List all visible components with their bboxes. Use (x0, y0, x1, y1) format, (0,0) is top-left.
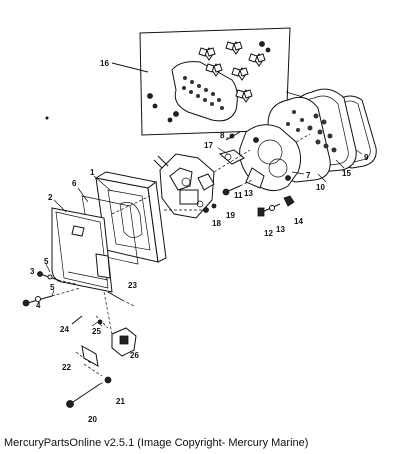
callout-25: 25 (92, 327, 101, 336)
callout-10: 10 (316, 183, 325, 192)
adapter-screws (164, 179, 295, 217)
assembly-lines (103, 133, 311, 335)
callout-13-upper: 13 (244, 189, 253, 198)
callout-21: 21 (116, 397, 125, 406)
callout-15: 15 (342, 169, 351, 178)
callout-11: 11 (234, 191, 243, 200)
callout-12: 12 (264, 229, 273, 238)
callout-2: 2 (48, 193, 53, 202)
callout-14: 14 (294, 217, 303, 226)
callout-16: 16 (100, 59, 109, 68)
callout-22: 22 (62, 363, 71, 372)
callout-8: 8 (220, 131, 225, 140)
silencer-cover (51, 207, 113, 293)
callouts: 1 2 6 3 5 5 4 8 17 7 10 15 9 11 13 12 13… (30, 131, 369, 424)
callout-9: 9 (364, 153, 369, 162)
leader-lines (45, 137, 363, 297)
callout-7: 7 (306, 171, 311, 180)
callout-13-lower: 13 (276, 225, 285, 234)
adapter-plate (218, 124, 302, 192)
linkage-bracket (71, 315, 137, 377)
copyright-caption: MercuryPartsOnline v2.5.1 (Image Copyrig… (4, 437, 309, 449)
callout-1: 1 (90, 168, 95, 177)
callout-3: 3 (30, 267, 35, 276)
callout-6: 6 (72, 179, 77, 188)
marker-dot (45, 116, 49, 120)
carburetor (153, 153, 215, 219)
exploded-parts-diagram: 16 (22, 27, 377, 424)
callout-20: 20 (88, 415, 97, 424)
callout-4: 4 (36, 301, 41, 310)
callout-18: 18 (212, 219, 221, 228)
detail-inset-16: 16 (100, 27, 321, 149)
callout-26: 26 (130, 351, 139, 360)
callout-19: 19 (226, 211, 235, 220)
callout-5-upper: 5 (44, 257, 49, 266)
cover-screws (22, 271, 81, 307)
bolt-20 (66, 376, 112, 408)
pin-23 (107, 291, 123, 301)
callout-5-lower: 5 (50, 283, 55, 292)
callout-23: 23 (128, 281, 137, 290)
callout-24: 24 (60, 325, 69, 334)
callout-17: 17 (204, 141, 213, 150)
